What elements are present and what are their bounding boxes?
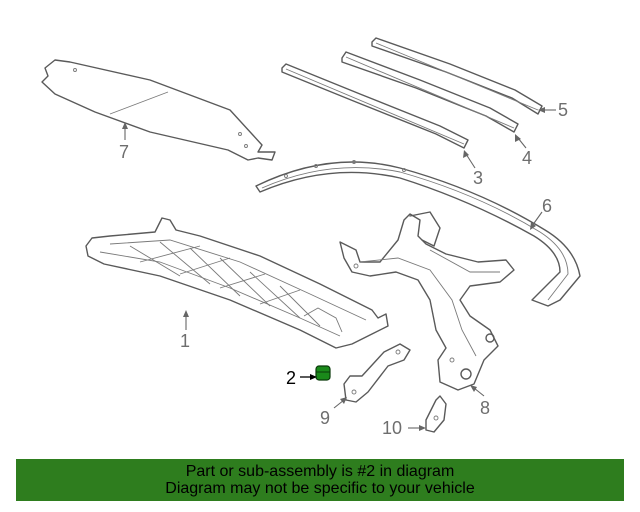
part-4-rail — [341, 51, 519, 133]
callout-2: 2 — [286, 368, 296, 388]
callout-3: 3 — [473, 168, 483, 188]
part-10-bracket — [425, 395, 447, 433]
callout-6: 6 — [542, 196, 552, 216]
callout-1: 1 — [180, 331, 190, 351]
callout-5: 5 — [558, 100, 568, 120]
part-6-weatherstrip — [255, 160, 581, 307]
banner-line-2: Diagram may not be specific to your vehi… — [165, 480, 475, 497]
part-2-clip — [315, 365, 331, 381]
part-1-frame — [85, 217, 389, 349]
callout-10: 10 — [382, 418, 402, 438]
part-8-linkage — [339, 211, 515, 391]
callout-labels: 1 2 3 4 5 6 7 8 9 10 — [119, 100, 568, 438]
callout-9: 9 — [320, 408, 330, 428]
part-5-rail — [371, 37, 543, 115]
info-banner: Part or sub-assembly is #2 in diagram Di… — [16, 459, 624, 501]
banner-line-1: Part or sub-assembly is #2 in diagram — [185, 463, 455, 480]
callout-7: 7 — [119, 142, 129, 162]
callout-4: 4 — [522, 148, 532, 168]
parts-diagram: 1 2 3 4 5 6 7 8 9 10 — [41, 37, 581, 438]
leader-lines — [122, 107, 556, 431]
part-9-bracket — [343, 343, 411, 403]
part-7-panel — [41, 59, 276, 161]
callout-8: 8 — [480, 398, 490, 418]
part-3-rail — [281, 63, 469, 149]
